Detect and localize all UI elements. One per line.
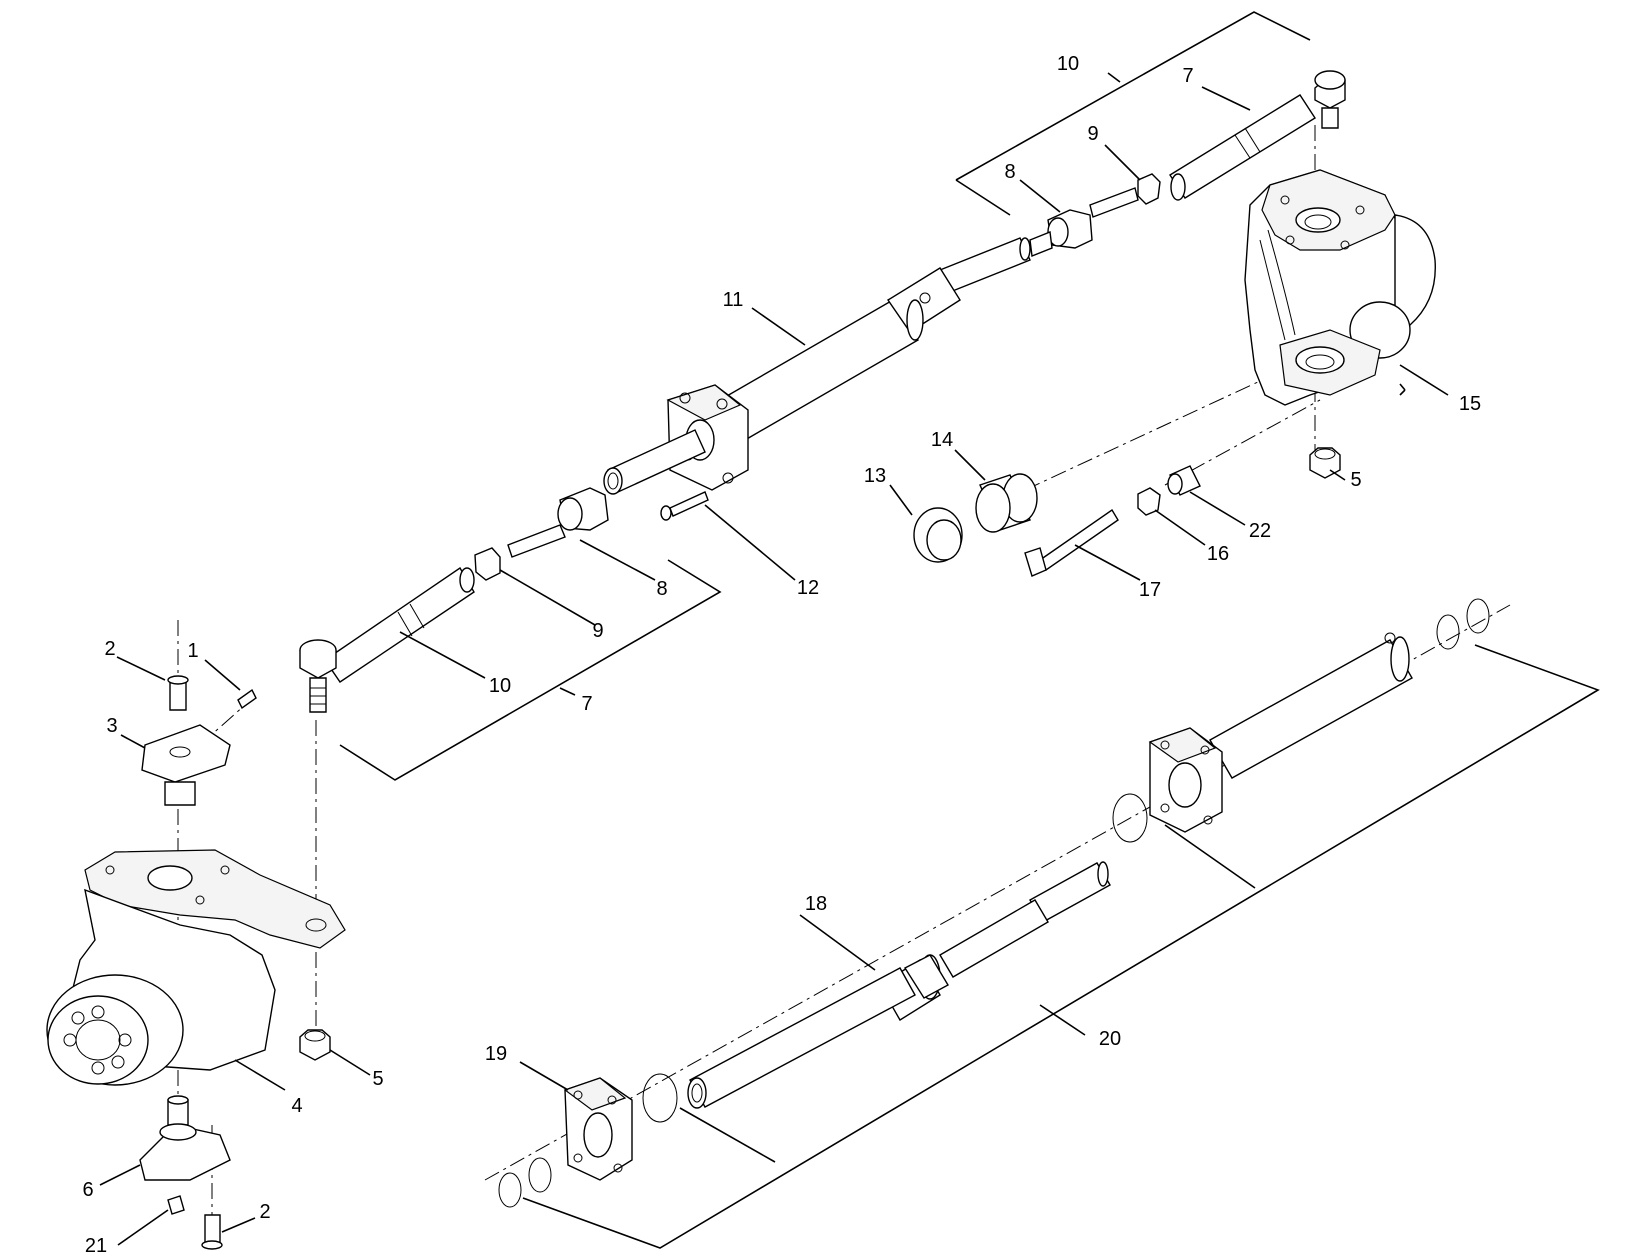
callout-10-top: 10: [1057, 53, 1079, 75]
callout-22: 22: [1249, 520, 1271, 542]
callout-6: 6: [82, 1179, 93, 1201]
callout-9-lower: 9: [592, 620, 603, 642]
bracket-7-lower: [339, 559, 722, 781]
tie-rod-upper: [1029, 70, 1346, 257]
callout-labels: 10 7 9 8 11 15 14 13 5 22 16 17 12 8 9 1…: [82, 53, 1481, 1257]
nut-5-lower: [299, 1029, 331, 1061]
callout-12: 12: [797, 577, 819, 599]
callout-14: 14: [931, 429, 953, 451]
bushing-14: [975, 473, 1038, 533]
callout-10-lower: 10: [489, 675, 511, 697]
callout-8-top: 8: [1004, 161, 1015, 183]
nut-16: [1137, 487, 1161, 516]
bolt-12: [660, 491, 709, 521]
callout-7-top: 7: [1182, 65, 1193, 87]
callout-16: 16: [1207, 543, 1229, 565]
cylinder-barrel-20: [1148, 632, 1413, 833]
callout-17: 17: [1139, 579, 1161, 601]
callout-3: 3: [106, 715, 117, 737]
callout-5-lower: 5: [372, 1068, 383, 1090]
steering-cylinder-upper: [603, 237, 1031, 495]
bolt-2-upper: [167, 675, 189, 711]
leader-lines: [99, 72, 1449, 1246]
callout-18: 18: [805, 893, 827, 915]
callout-2-top: 2: [104, 638, 115, 660]
steering-knuckle-left: [46, 849, 346, 1086]
callout-9-top: 9: [1087, 123, 1098, 145]
callout-21: 21: [85, 1235, 107, 1257]
callout-7-lower: 7: [581, 693, 592, 715]
callout-19: 19: [485, 1043, 507, 1065]
callout-4: 4: [291, 1095, 302, 1117]
bolt-2-lower: [201, 1214, 223, 1250]
callout-8-lower: 8: [656, 578, 667, 600]
callout-5-top: 5: [1350, 469, 1361, 491]
zerk-fitting-21: [167, 1195, 185, 1215]
o-rings-left: [498, 1073, 678, 1208]
callout-15: 15: [1459, 393, 1481, 415]
tie-rod-lower: [299, 487, 609, 713]
spacer-22: [1167, 465, 1201, 496]
callout-2-lower: 2: [259, 1201, 270, 1223]
arm-3: [141, 724, 231, 806]
bracket-20: [522, 644, 1600, 1249]
arm-6: [139, 1095, 231, 1181]
gland-19: [563, 1077, 633, 1181]
piston-rod-18: [687, 861, 1111, 1109]
seal-13: [913, 507, 963, 563]
o-rings-right: [1112, 598, 1490, 843]
zerk-fitting-1: [237, 688, 257, 710]
callout-1: 1: [187, 640, 198, 662]
callout-13: 13: [864, 465, 886, 487]
callout-20: 20: [1099, 1028, 1121, 1050]
callout-11: 11: [723, 289, 744, 311]
bolt-17: [1024, 508, 1119, 577]
nut-5-upper: [1309, 447, 1341, 479]
steering-knuckle-right: [1244, 169, 1436, 406]
bracket-10-top: [955, 11, 1311, 216]
